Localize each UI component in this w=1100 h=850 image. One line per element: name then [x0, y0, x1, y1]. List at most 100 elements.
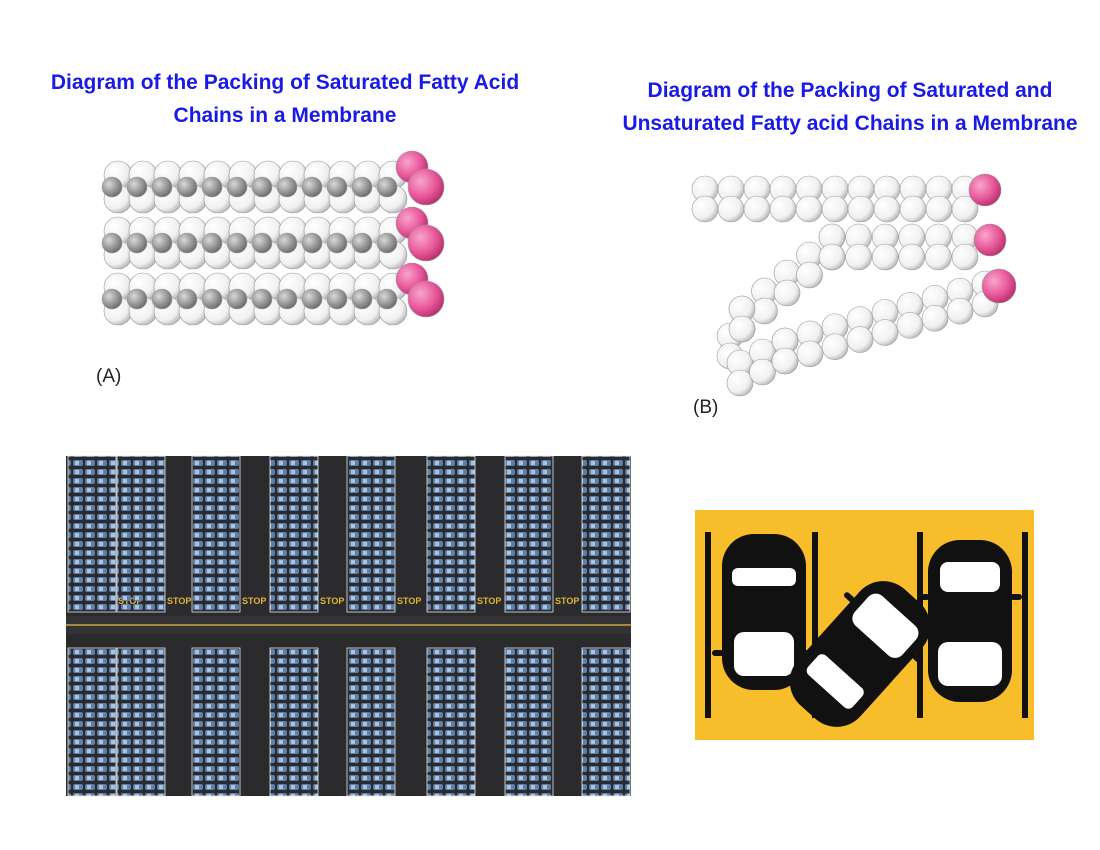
- hydrogen-atom: [769, 195, 797, 223]
- carbon-atom: [126, 288, 148, 310]
- carbon-atom: [326, 288, 348, 310]
- hydrogen-atom: [899, 195, 927, 223]
- carbon-atom: [276, 176, 298, 198]
- carbon-atom: [126, 232, 148, 254]
- car-right-icon: [918, 540, 1022, 702]
- parking-bay: [191, 647, 241, 797]
- carbon-atom: [376, 288, 398, 310]
- head-group-atom: [407, 224, 445, 262]
- car-left-icon: [712, 534, 816, 690]
- parking-bay: [191, 455, 241, 613]
- unsaturated-chains-icon: [691, 173, 1017, 397]
- diagram-b-title: Diagram of the Packing of Saturated and …: [622, 79, 1078, 135]
- hydrogen-atom: [871, 243, 899, 271]
- carbon-atom: [226, 288, 248, 310]
- diagram-a-label: (A): [96, 366, 122, 387]
- hydrogen-atom: [821, 333, 849, 361]
- carbon-atom: [176, 176, 198, 198]
- stop-marking: STOP: [167, 596, 191, 606]
- hydrogen-atom: [871, 319, 899, 346]
- parking-bay: [346, 647, 396, 797]
- carbon-atom: [151, 288, 173, 310]
- carbon-atom: [301, 176, 323, 198]
- hydrogen-atom: [796, 261, 823, 289]
- parking-lot-photo: STOPSTOPSTOPSTOPSTOPSTOPSTOP: [66, 455, 631, 797]
- parking-bay: [346, 455, 396, 613]
- carbon-atom: [251, 288, 273, 310]
- carbon-atom: [201, 288, 223, 310]
- stop-marking: STOP: [477, 596, 501, 606]
- head-group-atom: [981, 268, 1017, 304]
- hydrogen-atom: [925, 195, 953, 223]
- carbon-atom: [276, 288, 298, 310]
- parking-bay: [116, 455, 166, 613]
- parking-bay: [269, 647, 319, 797]
- carbon-atom: [301, 232, 323, 254]
- carbon-atom: [201, 232, 223, 254]
- carbon-atom: [201, 176, 223, 198]
- hydrogen-atom: [726, 369, 754, 397]
- stop-marking: STOP: [397, 596, 421, 606]
- carbon-atom: [176, 288, 198, 310]
- head-group-atom: [407, 168, 445, 206]
- carbon-atom: [351, 232, 373, 254]
- hydrogen-atom: [751, 297, 778, 325]
- carbon-atom: [151, 232, 173, 254]
- carbon-atom: [301, 288, 323, 310]
- carbon-atom: [351, 288, 373, 310]
- carbon-atom: [126, 176, 148, 198]
- carbon-atom: [176, 232, 198, 254]
- parking-bay: [67, 455, 117, 613]
- car-middle-icon: [789, 581, 931, 727]
- hydrogen-atom: [951, 195, 979, 223]
- diagram-b-label: (B): [693, 397, 719, 418]
- carbon-atom: [376, 232, 398, 254]
- hydrogen-atom: [951, 243, 979, 271]
- hydrogen-atom: [717, 195, 745, 223]
- hydrogen-atom: [743, 195, 771, 223]
- carbon-atom: [251, 176, 273, 198]
- parking-bay: [426, 455, 476, 613]
- carbon-atom: [101, 176, 123, 198]
- hydrogen-atom: [818, 243, 846, 271]
- parking-bay: [116, 647, 166, 797]
- carbon-atom: [251, 232, 273, 254]
- parking-bay: [426, 647, 476, 797]
- hydrogen-atom: [847, 195, 875, 223]
- parking-bay: [581, 455, 631, 613]
- hydrogen-atom: [898, 243, 926, 271]
- carbon-atom: [276, 232, 298, 254]
- hydrogen-atom: [873, 195, 901, 223]
- carbon-atom: [326, 176, 348, 198]
- parking-bay: [269, 455, 319, 613]
- hydrogen-atom: [821, 195, 849, 223]
- stop-marking: STOP: [555, 596, 579, 606]
- carbon-atom: [226, 232, 248, 254]
- head-group-atom: [973, 223, 1007, 257]
- carbon-atom: [326, 232, 348, 254]
- stop-marking: STOP: [242, 596, 266, 606]
- parked-cars-icon: [695, 510, 1034, 740]
- hydrogen-atom: [796, 340, 824, 368]
- head-group-atom: [968, 173, 1002, 207]
- carbon-atom: [376, 176, 398, 198]
- stop-marking: STOP: [320, 596, 344, 606]
- diagram-a-title: Diagram of the Packing of Saturated Fatt…: [50, 71, 520, 127]
- parking-bay: [504, 455, 554, 613]
- saturated-chains-icon: [101, 150, 445, 326]
- hydrogen-atom: [845, 243, 872, 271]
- hydrogen-atom: [946, 297, 974, 325]
- hydrogen-atom: [691, 195, 719, 223]
- parking-bay: [581, 647, 631, 797]
- carbon-atom: [101, 288, 123, 310]
- hydrogen-atom: [921, 304, 949, 332]
- carbon-atom: [226, 176, 248, 198]
- hydrogen-atom: [795, 195, 823, 223]
- hydrogen-atom: [749, 358, 776, 386]
- parking-bay: [504, 647, 554, 797]
- hydrogen-atom: [896, 312, 924, 339]
- hydrogen-atom: [771, 347, 799, 375]
- parking-bay: [67, 647, 117, 797]
- hydrogen-atom: [925, 243, 952, 271]
- hydrogen-atom: [728, 315, 756, 343]
